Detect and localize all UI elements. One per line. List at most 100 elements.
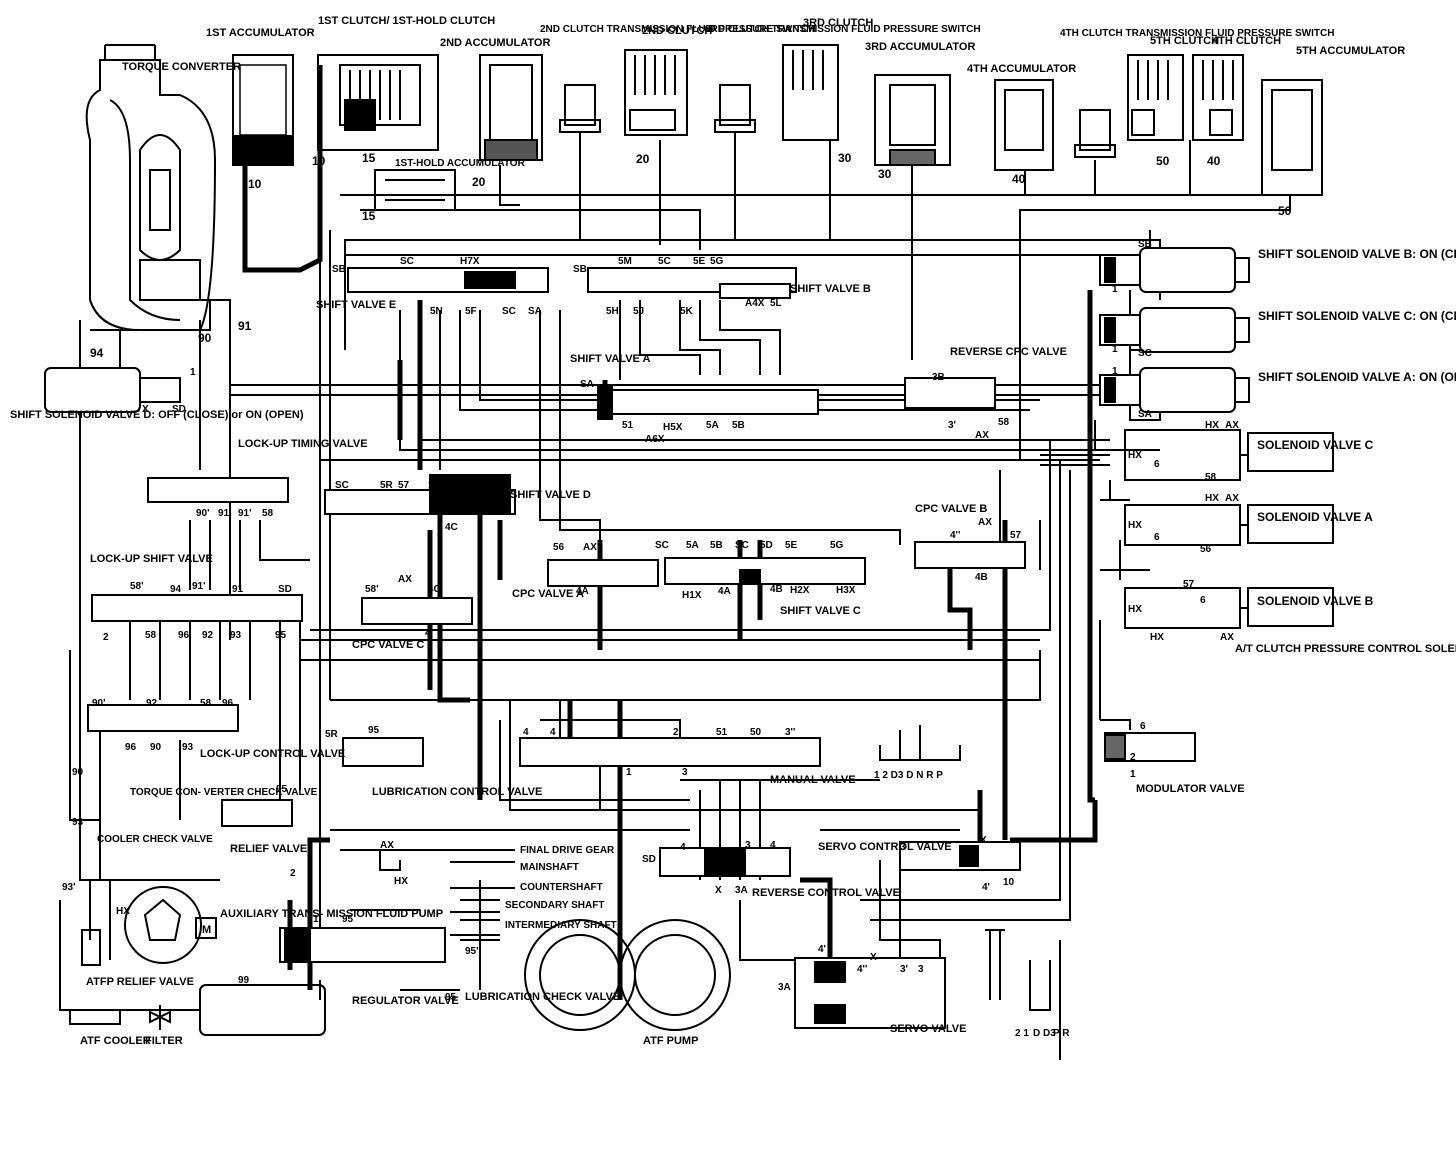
port-3a-1: 3A [735,885,748,896]
port-4pp-1: 4'' [950,530,960,541]
port-5c: 5C [658,256,671,267]
port-91: 91 [238,319,252,333]
port-5e: 5E [693,256,706,267]
port-sc-3: SC [400,256,414,267]
accumulator-1st [232,54,294,166]
port-3pp: 3'' [785,727,795,738]
port-96-3: 96 [125,742,137,753]
reverse-control-valve-label: REVERSE CONTROL VALVE [752,887,900,899]
port-93-2: 93 [182,742,194,753]
port-51-b: 51 [716,727,728,738]
port-96-1: 96 [178,630,190,641]
port-6-a: 6 [1154,459,1160,470]
port-hx-6: HX [1150,632,1164,643]
at-clutch-pcs-label: A/T CLUTCH PRESSURE CONTROL SOLENOID VAL… [1235,643,1456,655]
port-4-c: 4 [550,727,556,738]
manual-valve-positions: 1 2 D3 D N R P [874,770,943,781]
port-5d: 5D [760,540,773,551]
port-6-b: 6 [1154,532,1160,543]
port-hx-5: HX [1128,604,1142,615]
port-58-3: 58 [262,508,274,519]
port-56: 56 [553,542,565,553]
port-3a-2: 3A [778,982,791,993]
port-1-c: 1 [1112,366,1118,377]
port-5j: 5J [633,306,644,317]
port-10-c: 10 [428,480,440,491]
port-1-d: 1 [1130,769,1136,780]
port-4c-2: 4C [428,584,441,595]
lubrication-check-valve-label: LUBRICATION CHECK VALVE [465,991,620,1003]
servo-positions-21: 2 1 [1015,1028,1029,1039]
pressure-switch-3rd-label: 3RD CLUTCH TRANSMISSION FLUID PRESSURE S… [705,24,981,35]
shift-valve-a-label: SHIFT VALVE A [570,353,651,365]
port-57-1: 57 [398,480,410,491]
relief-valve-label: RELIEF VALVE [230,843,307,855]
servo-positions-pr: P R [1053,1028,1070,1039]
solenoid-boxes [1124,429,1334,629]
port-x-1: X [142,404,149,415]
port-58-2: 58 [1205,472,1217,483]
lockup-control-valve-label: LOCK-UP CONTROL VALVE [200,748,345,760]
solenoid-valve-c-label: SOLENOID VALVE C [1257,438,1374,452]
clutch-2nd-label: 2ND CLUTCH [642,25,712,37]
port-5n-1: 5N [430,306,443,317]
port-56-b: 56 [1200,544,1212,555]
port-ax-1: AX [975,430,989,441]
port-91-b: 91 [218,508,230,519]
port-10-a: 10 [248,177,262,191]
port-4-b: 4 [523,727,529,738]
clutch-3rd [782,44,839,141]
shift-solenoid-a-label: SHIFT SOLENOID VALVE A: ON (OPEN) [1258,370,1456,384]
port-58-4: 58 [145,630,157,641]
valve-bodies [87,267,1196,1029]
port-20-a: 20 [472,175,486,189]
servo-positions-dd3: D D3 [1033,1028,1056,1039]
lockup-timing-valve-label: LOCK-UP TIMING VALVE [238,438,368,450]
port-sa-1: SA [1138,409,1152,420]
port-6-d: 6 [1140,721,1146,732]
accumulator-2nd [479,54,543,161]
port-1-e: 1 [190,367,196,378]
port-58p-2: 58' [130,581,144,592]
port-51: 51 [622,420,634,431]
port-sb-3: SB [1138,239,1152,250]
port-10-d: 10 [1003,877,1015,888]
port-sd-1: SD [172,404,186,415]
intermediary-shaft-label: INTERMEDIARY SHAFT [505,920,617,931]
port-sd-3: SD [642,854,656,865]
port-90-b: 90 [150,742,162,753]
port-95-4: 95 [342,914,354,925]
accumulator-1st-hold [374,169,456,211]
port-95-1: 95 [275,630,287,641]
atfp-relief-valve-label: ATFP RELIEF VALVE [86,976,194,988]
port-4c-1: 4C [445,522,458,533]
solenoid-valve-a-label: SOLENOID VALVE A [1257,510,1373,524]
port-4p-1: 4' [982,882,990,893]
port-15-a: 15 [362,151,376,165]
accumulator-4th-label: 4TH ACCUMULATOR [967,63,1076,75]
atf-pump [524,919,731,1031]
port-4a-2: 4A [576,586,589,597]
port-5k: 5K [680,306,694,317]
port-3p-2: 3' [900,964,908,975]
port-3-b: 3 [745,840,751,851]
accumulator-3rd [874,74,951,166]
port-20-b: 20 [636,152,650,166]
port-hx-3: HX [1128,450,1142,461]
countershaft-label: COUNTERSHAFT [520,882,603,893]
port-sc-6: SC [735,540,749,551]
port-sa-2: SA [580,379,594,390]
port-x-3: X [980,835,987,846]
port-93p: 93' [62,882,76,893]
port-5r-2: 5R [325,729,339,740]
port-50-a: 50 [1156,154,1170,168]
port-30-a: 30 [838,151,852,165]
port-95p: 95' [465,946,479,957]
port-4b-2: 4B [975,572,988,583]
port-90p-2: 90' [92,698,106,709]
pressure-switch-2nd [559,84,601,150]
accumulator-5th [1261,79,1323,196]
port-94: 94 [90,346,104,360]
port-40-a: 40 [1012,172,1026,186]
port-57-2: 57 [1010,530,1022,541]
